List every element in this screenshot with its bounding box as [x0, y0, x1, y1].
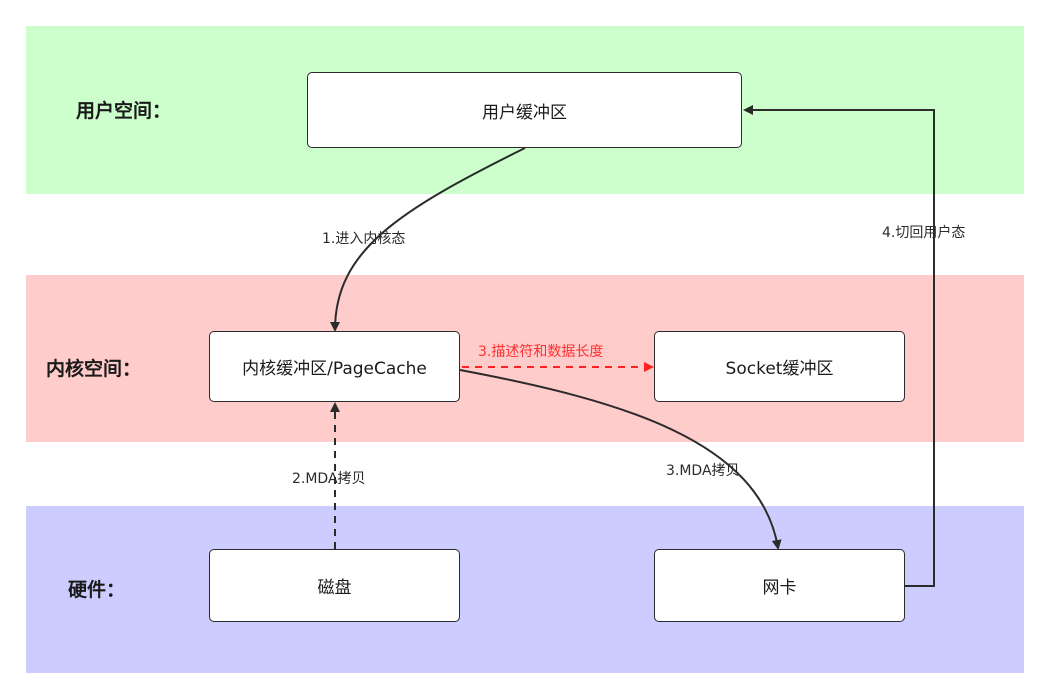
kernel-space-label: 内核空间： [46, 358, 142, 380]
socket-buffer-node: Socket缓冲区 [654, 331, 905, 402]
arrow-enter-kernel [330, 147, 526, 332]
nic-node: 网卡 [654, 549, 905, 622]
edge-label-enter-kernel: 1.进入内核态 [322, 231, 406, 247]
edge-label-descriptor: 3.描述符和数据长度 [478, 344, 604, 360]
edge-label-mda-copy-disk: 2.MDA拷贝 [292, 471, 366, 487]
arrow-back-user [743, 105, 935, 587]
hardware-label: 硬件： [68, 579, 126, 601]
kernel-buffer-node: 内核缓冲区/PageCache [209, 331, 460, 402]
user-space-label: 用户空间： [76, 100, 172, 122]
edge-label-back-user: 4.切回用户态 [882, 225, 966, 241]
edge-label-mda-copy-nic: 3.MDA拷贝 [666, 463, 740, 479]
user-buffer-node: 用户缓冲区 [307, 72, 742, 148]
disk-node: 磁盘 [209, 549, 460, 622]
arrow-mda-copy-nic [459, 369, 782, 550]
